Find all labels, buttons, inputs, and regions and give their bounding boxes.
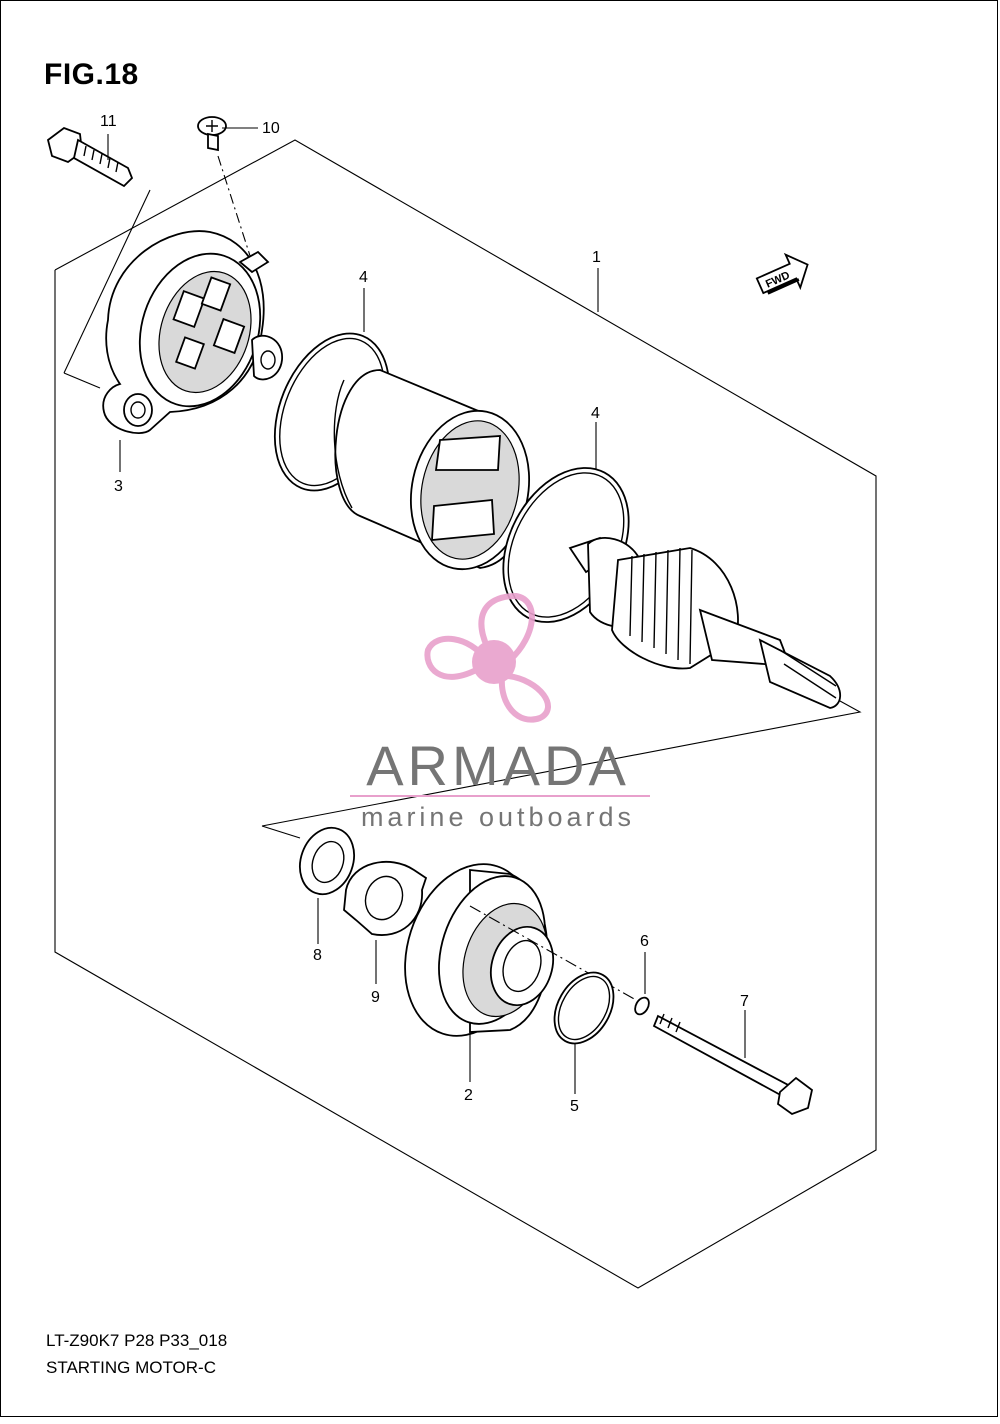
housing-part-2 — [404, 863, 554, 1037]
callout-11: 11 — [100, 113, 117, 130]
callout-6: 6 — [640, 933, 649, 950]
callout-leaders — [107, 127, 746, 1094]
callout-4-left: 4 — [359, 269, 368, 286]
callout-10: 10 — [262, 120, 280, 137]
callout-1: 1 — [592, 249, 601, 266]
screw-part-10 — [197, 116, 227, 152]
washer-part-6 — [634, 996, 650, 1016]
model-code: LT-Z90K7 P28 P33_018 — [46, 1331, 228, 1350]
yoke-housing — [333, 369, 531, 571]
armature — [568, 536, 842, 709]
callout-7: 7 — [740, 993, 749, 1010]
o-ring-part-5-inner — [557, 975, 611, 1041]
watermark-tagline: marine outboards — [361, 802, 635, 832]
lock-plate-part-9 — [343, 861, 428, 936]
assembly-name: STARTING MOTOR-C — [46, 1358, 216, 1377]
bolt-part-11 — [46, 126, 134, 188]
callout-2: 2 — [464, 1087, 473, 1104]
o-ring-part-5 — [553, 971, 615, 1045]
callout-4-right: 4 — [591, 405, 600, 422]
fwd-arrow-icon: FWD — [755, 252, 809, 295]
watermark-logo-icon — [424, 592, 551, 723]
through-bolt-part-7 — [652, 1013, 814, 1116]
callout-8: 8 — [313, 947, 322, 964]
brush-holder-part-3 — [102, 230, 283, 434]
callout-9: 9 — [371, 989, 380, 1006]
callout-5: 5 — [570, 1098, 579, 1115]
washer-part-8 — [299, 826, 355, 896]
screw-axis-line — [217, 155, 253, 263]
callout-labels: 11 10 1 4 4 3 8 9 2 5 6 7 — [100, 113, 749, 1115]
figure-title: FIG.18 — [44, 58, 139, 91]
watermark-brand: ARMADA — [366, 734, 630, 797]
callout-3: 3 — [114, 478, 123, 495]
